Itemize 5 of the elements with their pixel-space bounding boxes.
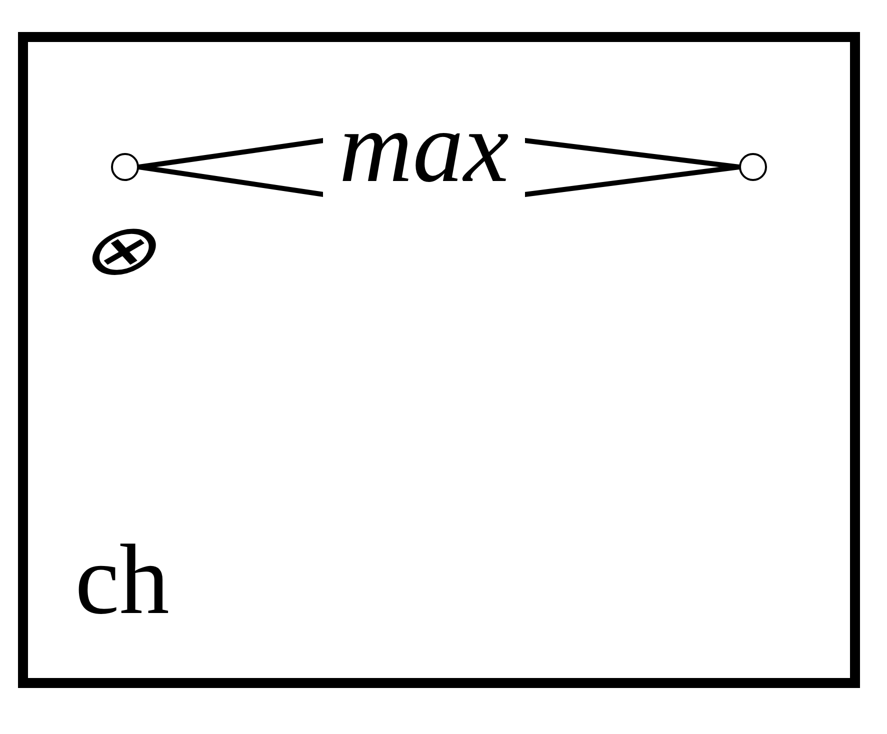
box-label: ch <box>75 530 170 630</box>
port-circle <box>739 153 767 181</box>
operator-symbol: ⊗ <box>72 214 178 286</box>
port-circle <box>111 153 139 181</box>
frame-box <box>18 32 860 688</box>
